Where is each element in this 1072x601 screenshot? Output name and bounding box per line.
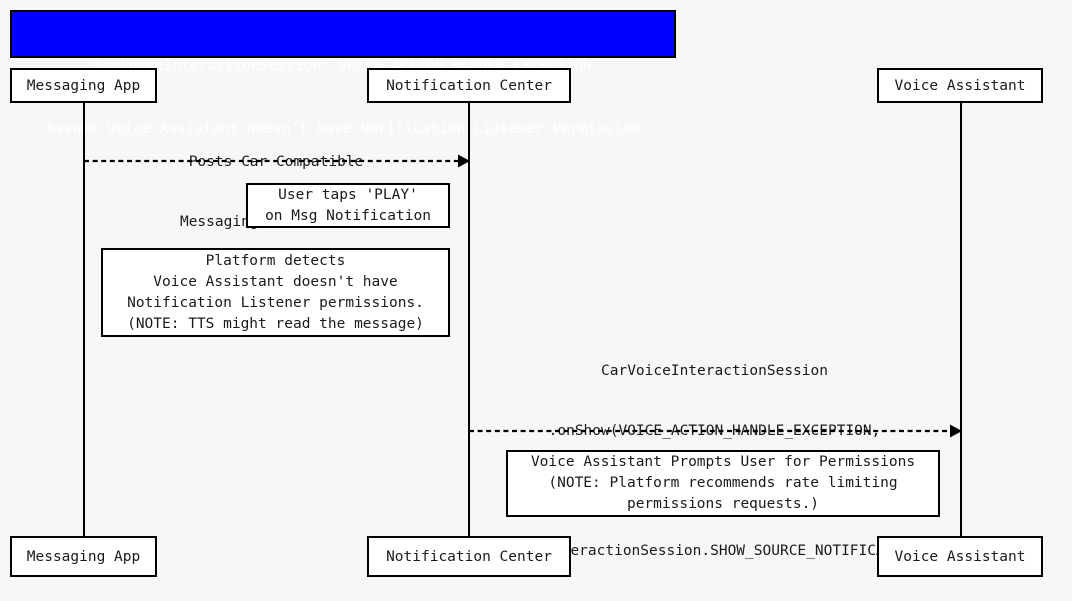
participant-box-top-messaging-app[interactable]: Messaging App bbox=[10, 68, 157, 103]
note-line: Voice Assistant doesn't have bbox=[153, 273, 398, 290]
message-arrow-post-notification bbox=[84, 154, 470, 168]
note-line: on Msg Notification bbox=[265, 207, 431, 224]
note-line: (NOTE: TTS might read the message) bbox=[127, 315, 424, 332]
message-arrow-onshow bbox=[469, 424, 962, 438]
note-platform-detects: Platform detects Voice Assistant doesn't… bbox=[101, 248, 450, 337]
lifeline-notification-center bbox=[468, 103, 470, 536]
note-prompts-permissions: Voice Assistant Prompts User for Permiss… bbox=[506, 450, 940, 517]
participant-label: Notification Center bbox=[386, 77, 552, 94]
participant-box-top-notification-center[interactable]: Notification Center bbox=[367, 68, 571, 103]
message-label-line: VoiceInteractionSession.SHOW_SOURCE_NOTI… bbox=[500, 543, 929, 559]
note-line: Platform detects bbox=[205, 252, 346, 269]
note-line: Notification Listener permissions. bbox=[127, 294, 424, 311]
message-label-line: CarVoiceInteractionSession bbox=[601, 363, 828, 379]
diagram-title-banner: CarVoiceInteractionSession: VOICE_ACTION… bbox=[10, 10, 676, 137]
note-user-taps-play: User taps 'PLAY' on Msg Notification bbox=[246, 183, 450, 228]
participant-label: Voice Assistant bbox=[894, 77, 1026, 94]
participant-label: Voice Assistant bbox=[894, 548, 1026, 565]
diagram-title-line-2: Assume Voice Assistant doesn't have Noti… bbox=[46, 121, 640, 137]
participant-label: Notification Center bbox=[386, 548, 552, 565]
note-line: (NOTE: Platform recommends rate limiting bbox=[548, 475, 898, 491]
lifeline-voice-assistant bbox=[960, 103, 962, 536]
participant-label: Messaging App bbox=[26, 548, 141, 565]
note-line: User taps 'PLAY' bbox=[278, 186, 418, 203]
participant-box-bottom-messaging-app[interactable]: Messaging App bbox=[10, 536, 157, 577]
participant-label: Messaging App bbox=[26, 77, 141, 94]
participant-box-bottom-notification-center[interactable]: Notification Center bbox=[367, 536, 571, 577]
participant-box-bottom-voice-assistant[interactable]: Voice Assistant bbox=[877, 536, 1043, 577]
note-line: permissions requests.) bbox=[626, 496, 820, 512]
participant-box-top-voice-assistant[interactable]: Voice Assistant bbox=[877, 68, 1043, 103]
lifeline-messaging-app bbox=[83, 103, 85, 536]
note-line: Voice Assistant Prompts User for Permiss… bbox=[530, 454, 916, 470]
